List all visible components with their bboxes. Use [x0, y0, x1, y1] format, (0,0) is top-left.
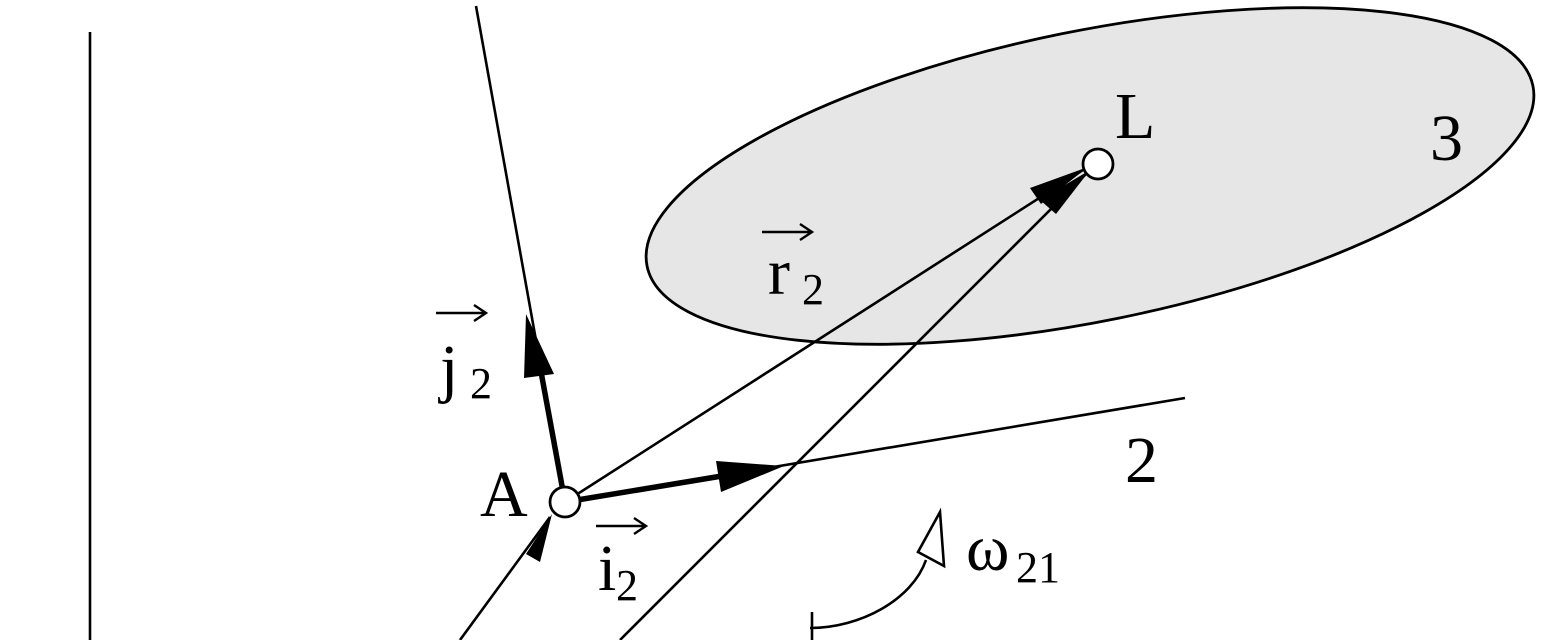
label-point-a: A: [480, 458, 528, 531]
vector-r2-arrowhead: [1030, 167, 1088, 204]
vector-i2-arrowhead: [716, 461, 784, 492]
vector-rl-line: [619, 171, 1089, 640]
point-l: [1081, 147, 1115, 181]
label-vector-j2: j: [438, 332, 458, 405]
label-omega: ω: [966, 512, 1009, 585]
label-vector-j2-subscript: 2: [470, 359, 492, 408]
label-vector-i2-subscript: 2: [616, 561, 638, 610]
label-vector-r2-subscript: 2: [802, 265, 824, 314]
vector-i2-shaft: [564, 470, 741, 505]
vector-rl-arrowhead: [1040, 170, 1090, 214]
point-a: [548, 485, 582, 519]
label-body-2: 2: [1125, 424, 1158, 497]
label-vector-r2: r: [768, 236, 790, 309]
vector-j2-arrowhead: [524, 314, 554, 378]
vector-ra-arrowhead: [526, 514, 552, 562]
label-vector-i2: i: [598, 532, 616, 605]
omega-21-arc: [809, 559, 928, 630]
vector-j2-label-arrow: [436, 304, 489, 322]
vector-r2-label-arrow: [762, 223, 815, 241]
vector-r2-line: [564, 166, 1087, 504]
vector-i2-label-arrow: [596, 517, 649, 535]
label-omega-subscript: 21: [1016, 543, 1060, 592]
label-point-l: L: [1115, 80, 1155, 153]
vector-ra-line: [458, 516, 552, 640]
body-3-ellipse: [644, 6, 1536, 346]
label-body-3: 3: [1430, 102, 1463, 175]
omega-21-arrowhead: [916, 507, 946, 569]
